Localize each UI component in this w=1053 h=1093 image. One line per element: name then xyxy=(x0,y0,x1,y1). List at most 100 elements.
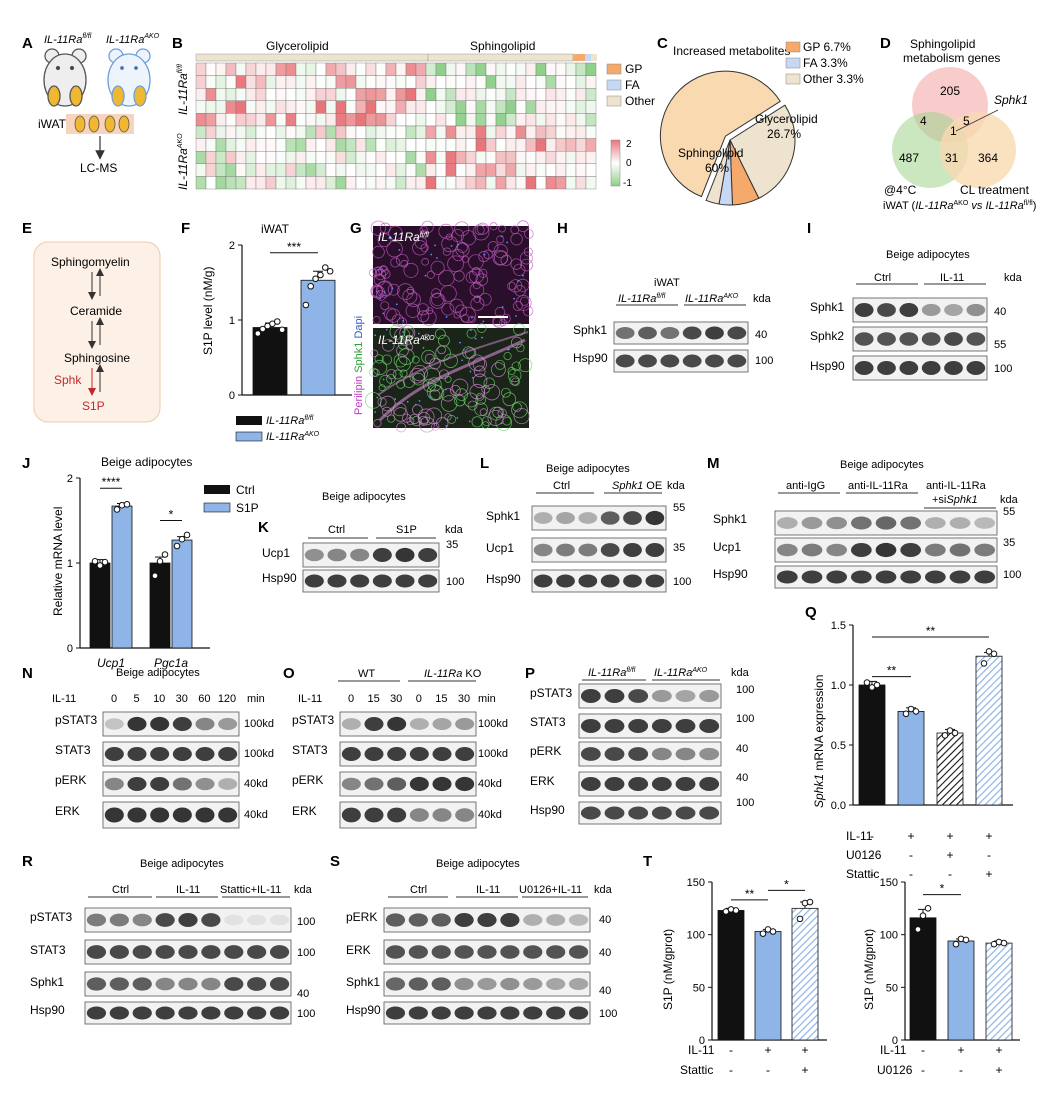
r-il11: IL-11 xyxy=(176,884,200,896)
t-left-sign: + xyxy=(764,1043,771,1057)
heatmap-cell xyxy=(285,87,297,101)
heatmap-cell xyxy=(285,113,297,127)
heatmap-cell xyxy=(215,87,227,101)
data-point xyxy=(173,542,181,550)
nucleus xyxy=(383,291,386,294)
heatmap-cell xyxy=(225,87,237,101)
bar xyxy=(300,279,336,396)
heatmap-cell xyxy=(205,87,217,101)
significance-label: ** xyxy=(926,624,936,638)
m-ra: anti-IL-11Ra xyxy=(848,480,909,492)
j-ylabel: Relative mRNA level xyxy=(51,507,65,616)
heatmap-cell xyxy=(335,163,347,177)
heatmap-cell xyxy=(275,176,287,190)
adipocyte xyxy=(383,307,397,321)
heatmap-cell xyxy=(455,138,467,152)
blot-band xyxy=(454,977,474,991)
heatmap-cell xyxy=(225,113,237,127)
panel-s: S Beige adipocytes Ctrl IL-11 U0126+IL-1… xyxy=(330,853,617,1025)
adipocyte xyxy=(399,324,416,341)
nucleus xyxy=(418,400,421,402)
blot-band xyxy=(387,807,407,823)
heatmap-cell xyxy=(255,150,267,164)
chart-f: 012*** xyxy=(229,240,352,402)
blot-band xyxy=(372,574,392,588)
l-row-sphk1: Sphk1 xyxy=(486,509,520,523)
j-title: Beige adipocytes xyxy=(101,455,192,469)
heatmap-cell xyxy=(285,75,297,89)
s-marker-1: 40 xyxy=(599,914,611,926)
l-marker-100: 100 xyxy=(673,576,691,588)
blot-band xyxy=(455,776,475,792)
heatmap-cell xyxy=(445,87,457,101)
i-row-hsp90: Hsp90 xyxy=(810,359,845,373)
heatmap-cell xyxy=(585,150,597,164)
heatmap-cell xyxy=(525,163,537,177)
heatmap-cell xyxy=(435,62,447,76)
heatmap-cell xyxy=(415,87,427,101)
blot-band xyxy=(850,570,872,584)
heatmap-cell xyxy=(265,62,277,76)
n-row-perk: pERK xyxy=(55,773,86,787)
heatmap-cell xyxy=(225,150,237,164)
data-point xyxy=(902,710,910,718)
adipocyte xyxy=(406,343,414,351)
heatmap-cell xyxy=(445,125,457,139)
adipocyte xyxy=(474,224,485,236)
blot-band xyxy=(604,777,625,791)
adipocyte xyxy=(438,269,455,287)
heatmap-cell xyxy=(335,176,347,190)
heatmap-cell xyxy=(435,138,447,152)
western-blot-strip xyxy=(102,801,240,829)
i-ctrl: Ctrl xyxy=(874,272,891,284)
heatmap-cell xyxy=(565,163,577,177)
heatmap-cell xyxy=(515,163,527,177)
heatmap-cell xyxy=(515,75,527,89)
blot-band xyxy=(949,517,971,529)
o-row-erk: ERK xyxy=(292,804,317,818)
heatmap-cell xyxy=(555,113,567,127)
n-row-erk: ERK xyxy=(55,804,80,818)
heatmap-cell xyxy=(255,62,267,76)
t-left-sign: - xyxy=(766,1063,770,1077)
m-row-ucp1: Ucp1 xyxy=(713,540,741,554)
blot-band xyxy=(944,304,963,316)
heatmap-cell xyxy=(435,163,447,177)
nucleus xyxy=(394,398,397,400)
heatmap-cell xyxy=(255,75,267,89)
heatmap-cell xyxy=(475,176,487,190)
blot-band xyxy=(201,1006,221,1020)
blot-band xyxy=(127,747,147,761)
panel-h: H iWAT IL-11Rafl/fl IL-11RaAKO kda Sphk1… xyxy=(557,220,773,373)
blot-band xyxy=(341,807,361,823)
s-il11: IL-11 xyxy=(476,884,500,896)
t-right-sign: - xyxy=(921,1063,925,1077)
blot-band xyxy=(304,548,324,562)
blot-band xyxy=(645,510,665,526)
heatmap-cell xyxy=(195,62,207,76)
blot-band xyxy=(477,977,497,991)
blot-band xyxy=(850,543,872,557)
heatmap-cell xyxy=(575,176,587,190)
blot-band xyxy=(966,332,986,346)
heatmap-cell xyxy=(225,125,237,139)
heatmap-cell xyxy=(205,125,217,139)
panel-r: R Beige adipocytes Ctrl IL-11 Stattic+IL… xyxy=(22,853,315,1025)
l-kda: kda xyxy=(667,480,686,492)
heatmap-cell xyxy=(375,150,387,164)
s-row-erk: ERK xyxy=(346,943,371,957)
heatmap-cell xyxy=(525,150,537,164)
adipocyte xyxy=(478,268,488,278)
blot-band xyxy=(578,512,598,524)
adipocyte xyxy=(501,313,511,324)
adipocyte xyxy=(412,356,420,364)
heatmap-cell xyxy=(375,87,387,101)
s-row-perk: pERK xyxy=(346,910,377,924)
heatmap-cell xyxy=(475,100,487,114)
data-point xyxy=(912,708,920,715)
heatmap-cell xyxy=(215,100,227,114)
heatmap-cell xyxy=(305,176,317,190)
adipocyte xyxy=(520,258,533,272)
n-time: 5 xyxy=(134,693,140,705)
